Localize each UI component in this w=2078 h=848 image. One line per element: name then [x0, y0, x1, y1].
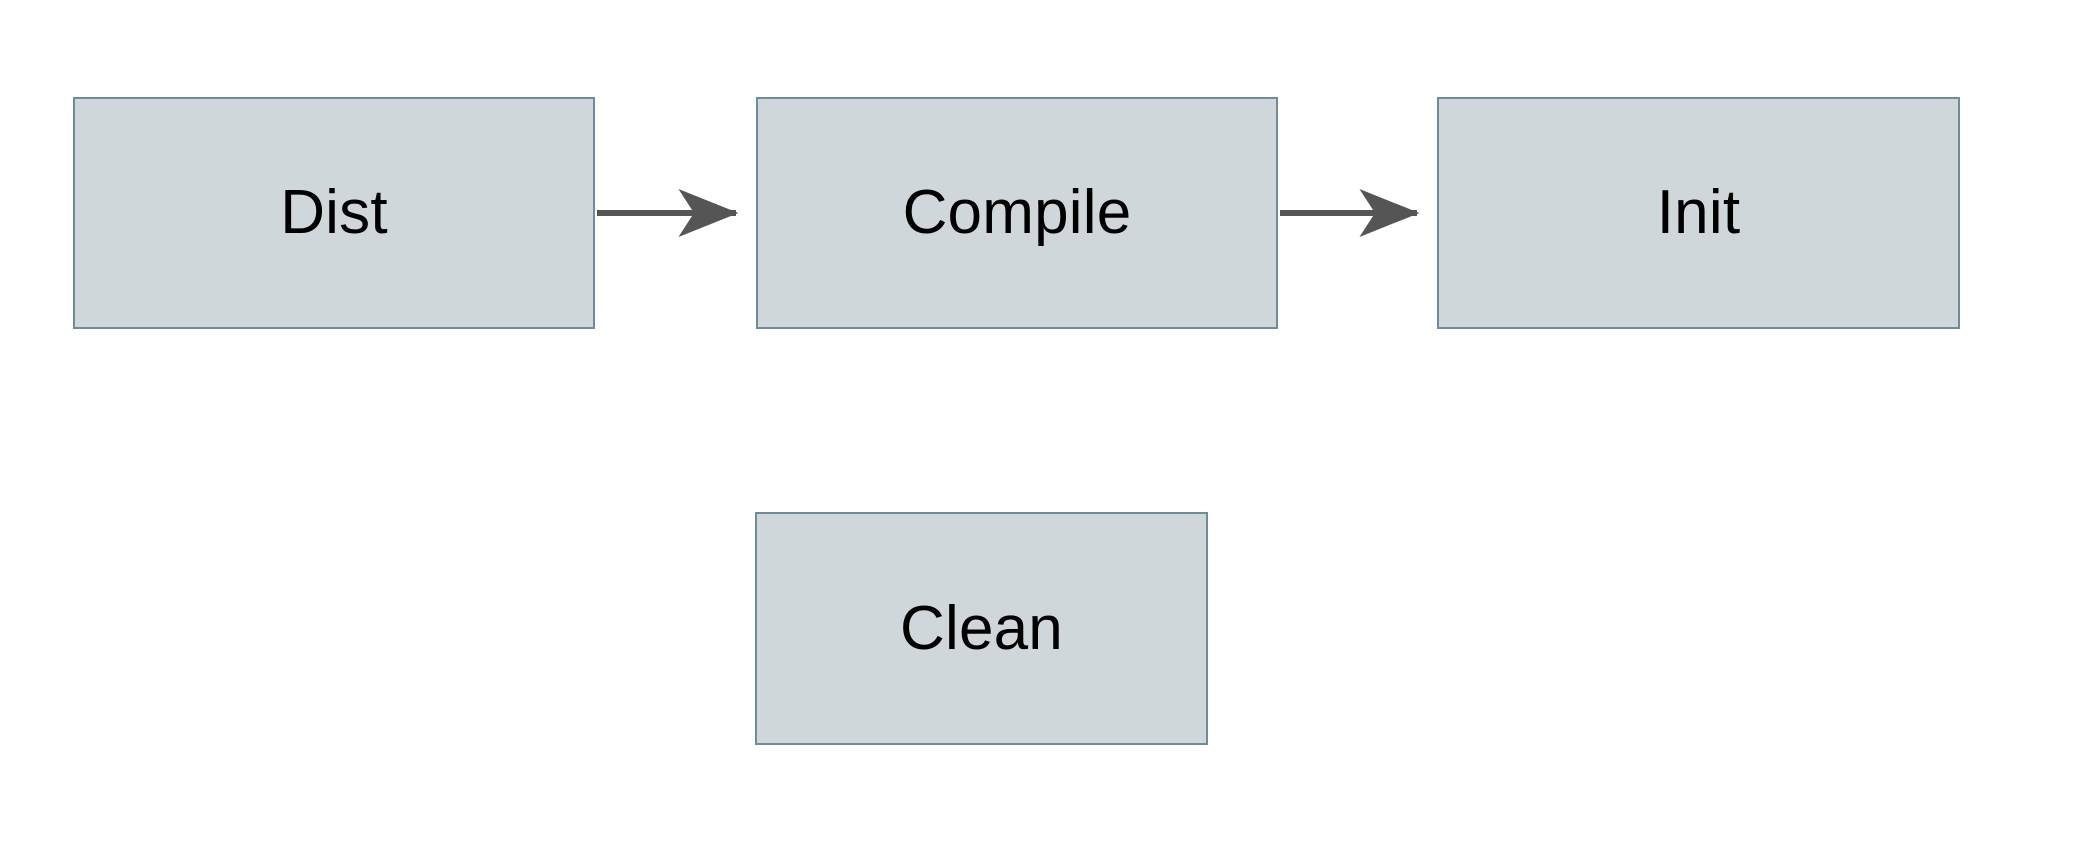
node-label-clean: Clean	[900, 593, 1063, 663]
node-compile[interactable]: Compile	[756, 97, 1278, 329]
node-label-compile: Compile	[902, 178, 1132, 247]
node-init[interactable]: Init	[1437, 97, 1960, 329]
node-label-init: Init	[1656, 178, 1741, 247]
node-label-dist: Dist	[280, 178, 388, 247]
node-dist[interactable]: Dist	[73, 97, 595, 329]
node-clean[interactable]: Clean	[755, 512, 1208, 745]
